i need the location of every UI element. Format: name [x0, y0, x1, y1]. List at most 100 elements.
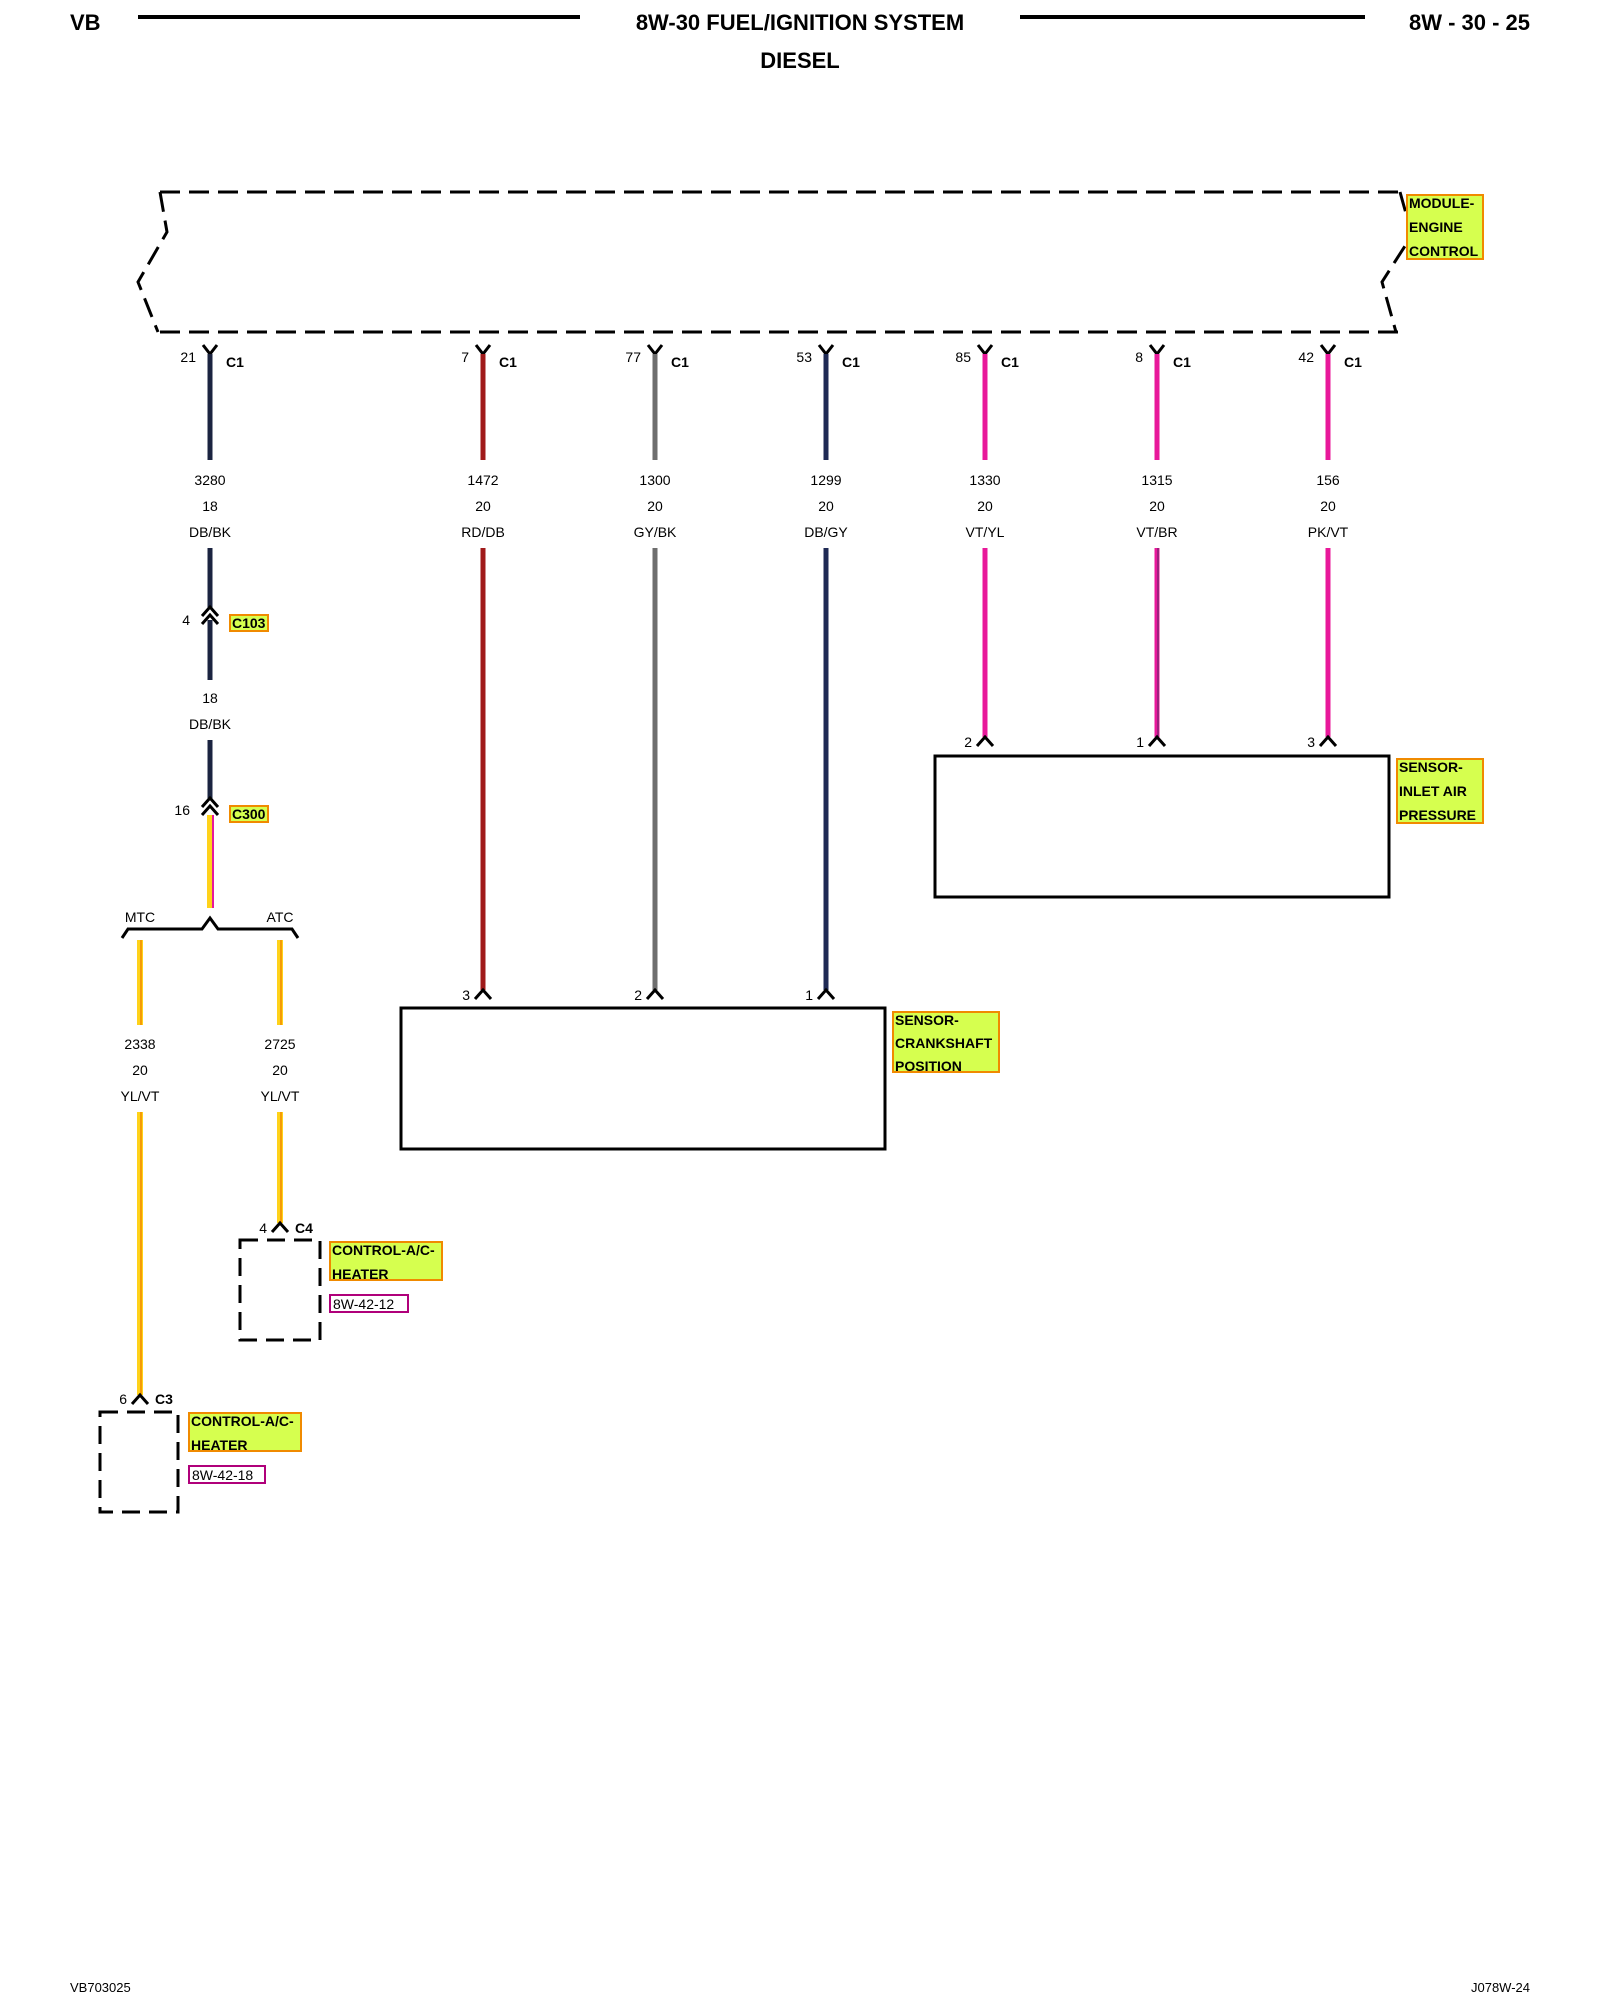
inlet-air-pressure-sensor-box [933, 754, 1391, 899]
splice-label-mtc: MTC [125, 909, 155, 925]
ecm-label: MODULE- ENGINE CONTROL [1406, 194, 1484, 260]
iap-pin-2: 2 [964, 734, 995, 750]
label-line2: HEATER [191, 1437, 248, 1453]
label-line1: CONTROL-A/C- [191, 1413, 294, 1429]
circuit-number: 2725 [264, 1036, 295, 1052]
connector-id: C1 [842, 354, 860, 370]
label-line1: SENSOR- [895, 1012, 959, 1028]
page-reference[interactable]: 8W-42-12 [333, 1296, 394, 1312]
connector-symbol [816, 987, 836, 1000]
header-page: 8W - 30 - 25 [1409, 10, 1530, 35]
wire-color: VT/BR [1136, 524, 1177, 540]
wire-color: VT/YL [966, 524, 1005, 540]
ecm-label-line1: MODULE- [1409, 195, 1475, 211]
ac-heater-c4-box [238, 1238, 322, 1342]
ecm-module [136, 190, 1414, 334]
wire-color: DB/GY [804, 524, 848, 540]
inlet-air-pressure-sensor-label: SENSOR- INLET AIR PRESSURE [1396, 758, 1484, 824]
pin-number: 21 [180, 349, 196, 365]
crankshaft-sensor-box [399, 1006, 887, 1151]
circuit-number: 3280 [194, 472, 225, 488]
ecm-pin-77: 77 C1 [625, 344, 689, 370]
connector-symbol [1148, 344, 1166, 357]
connector-symbol [817, 344, 835, 357]
circuit-number: 2338 [124, 1036, 155, 1052]
wire-color: YL/VT [261, 1088, 300, 1104]
wire-color: YL/VT [121, 1088, 160, 1104]
wire-2338-upper [137, 940, 143, 1025]
wire-gauge: 20 [475, 498, 491, 514]
wire-color: DB/BK [189, 524, 232, 540]
ac-heater-c3-label: CONTROL-A/C- HEATER 8W-42-18 [188, 1412, 302, 1484]
pin-number: 53 [796, 349, 812, 365]
pin-number: 4 [182, 612, 190, 628]
circuit-number: 156 [1316, 472, 1340, 488]
ecm-pin-7: 7 C1 [461, 344, 517, 370]
ecm-pin-42: 42 C1 [1298, 344, 1362, 370]
inline-connector-c103: 4 C103 [182, 604, 269, 632]
ac-heater-c3-box [98, 1410, 180, 1514]
ac-heater-c4-pin: 4 C4 [259, 1220, 313, 1236]
label-line1: SENSOR- [1399, 759, 1463, 775]
pin-number: 3 [1307, 734, 1315, 750]
connector-symbol [1147, 734, 1167, 747]
circuit-number: 1315 [1141, 472, 1172, 488]
circuit-number: 1472 [467, 472, 498, 488]
wire-2725-lower [277, 1112, 283, 1223]
ecm-label-line2: ENGINE [1409, 219, 1463, 235]
wire-color: RD/DB [461, 524, 505, 540]
wire-gauge: 20 [977, 498, 993, 514]
pin-number: 8 [1135, 349, 1143, 365]
splice-label-atc: ATC [267, 909, 294, 925]
circuit-number: 1299 [810, 472, 841, 488]
connector-symbol [201, 344, 219, 357]
crankshaft-sensor-label: SENSOR- CRANKSHAFT POSITION [892, 1011, 1000, 1074]
wire-2725-upper [277, 940, 283, 1025]
pin-number: 7 [461, 349, 469, 365]
ckp-pin-3: 3 [462, 987, 493, 1003]
page-reference[interactable]: 8W-42-18 [192, 1467, 253, 1483]
label-line2: HEATER [332, 1266, 389, 1282]
ckp-pin-1: 1 [805, 987, 836, 1003]
connector-id: C1 [1001, 354, 1019, 370]
footer-right: J078W-24 [1471, 1980, 1530, 1995]
wire-1315-lower [1154, 548, 1160, 737]
pin-number: 4 [259, 1220, 267, 1236]
label-line2: CRANKSHAFT [895, 1035, 993, 1051]
ecm-pin-21: 21 C1 [180, 344, 244, 370]
wire-color: DB/BK [189, 716, 232, 732]
connector-symbol [1318, 734, 1338, 747]
connector-id: C4 [295, 1220, 313, 1236]
connector-id: C300 [232, 806, 266, 822]
circuit-number: 1300 [639, 472, 670, 488]
connector-id: C1 [499, 354, 517, 370]
pin-number: 2 [634, 987, 642, 1003]
ckp-pin-2: 2 [634, 987, 665, 1003]
splice-mtc-atc: MTC ATC [120, 909, 300, 939]
connector-symbol [976, 344, 994, 357]
ac-heater-c3-pin: 6 C3 [119, 1391, 173, 1407]
label-line2: INLET AIR [1399, 783, 1467, 799]
wire-gauge: 20 [272, 1062, 288, 1078]
inline-connector-c300: 16 C300 [174, 795, 269, 823]
ecm-pin-8: 8 C1 [1135, 344, 1191, 370]
wire-gauge: 20 [1149, 498, 1165, 514]
connector-id: C103 [232, 615, 266, 631]
ecm-label-line3: CONTROL [1409, 243, 1479, 259]
wire-gauge: 18 [202, 690, 218, 706]
wire-gauge: 18 [202, 498, 218, 514]
header-title: 8W-30 FUEL/IGNITION SYSTEM [636, 10, 964, 35]
circuit-number: 1330 [969, 472, 1000, 488]
connector-symbol [1319, 344, 1337, 357]
wire-yl-vt-after-c300 [207, 815, 214, 908]
connector-symbol [130, 1392, 150, 1405]
wire-color: GY/BK [634, 524, 677, 540]
inline-connector-symbol [200, 795, 220, 816]
ac-heater-c4-label: CONTROL-A/C- HEATER 8W-42-12 [329, 1241, 443, 1313]
pin-number: 2 [964, 734, 972, 750]
pin-number: 1 [805, 987, 813, 1003]
header-left: VB [70, 10, 101, 35]
wire-2338-lower [137, 1112, 143, 1395]
